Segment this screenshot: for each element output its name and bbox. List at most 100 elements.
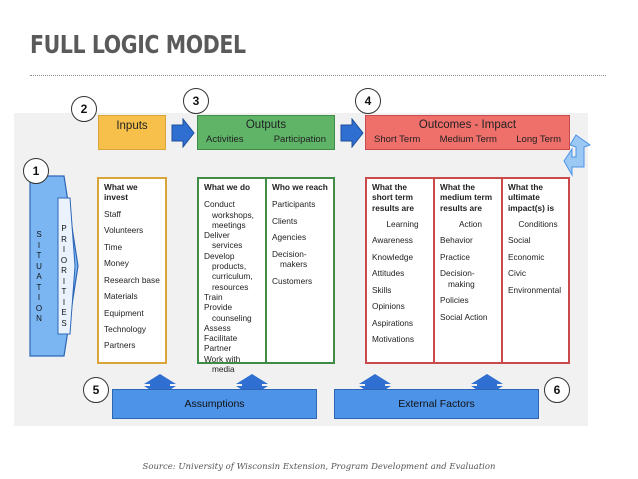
external-factors-bar: External Factors [334, 389, 539, 419]
outputs-header: Outputs Activities Participation [197, 115, 335, 150]
activities-item: counseling [212, 312, 252, 323]
outcomes-header-label: Outcomes - Impact [418, 119, 517, 131]
activities-item: Conduct [204, 199, 235, 210]
activities-item: curriculum, [212, 271, 253, 282]
page-title: FULL LOGIC MODEL [30, 30, 246, 59]
short-item: Skills [372, 284, 392, 295]
long-item: Social [508, 235, 531, 246]
inputs-item: Technology [104, 323, 146, 334]
activities-item: Work with [204, 353, 241, 364]
callout-number-2: 2 [71, 96, 97, 122]
long-item: Environmental [508, 284, 562, 295]
inputs-item: Volunteers [104, 225, 144, 236]
outcomes-sub-medium: Medium Term [439, 134, 497, 145]
activities-item: Provide [204, 302, 233, 313]
short-item: Attitudes [372, 268, 405, 279]
long-item: Economic [508, 251, 545, 262]
outcomes-sub-short: Short Term [374, 134, 421, 145]
short-item: Knowledge [372, 251, 414, 262]
participation-item: Participants [272, 199, 316, 210]
outputs-participation-column: Who we reach Participants Clients Agenci… [265, 177, 335, 364]
medium-item: Social Action [440, 311, 488, 322]
activities-item: Develop [204, 250, 235, 261]
short-item: Motivations [372, 334, 414, 345]
activities-item: meetings [212, 219, 246, 230]
inputs-item: Time [104, 241, 123, 252]
long-item: Conditions [518, 218, 558, 229]
long-item: Civic [508, 268, 526, 279]
outputs-sub-activities: Activities [206, 134, 244, 145]
inputs-item: Partners [104, 340, 136, 351]
outcomes-sub-long: Long Term [516, 134, 561, 145]
feedback-arrow [563, 134, 592, 177]
activities-item: Train [204, 291, 223, 302]
participation-item: Customers [272, 275, 313, 286]
medium-item: Practice [440, 251, 470, 262]
inputs-item: Staff [104, 208, 121, 219]
callout-number-5: 5 [83, 377, 109, 403]
participation-heading: Who we reach [272, 182, 328, 192]
inputs-header-label: Inputs [116, 120, 148, 132]
inputs-header: Inputs [98, 115, 166, 150]
inputs-item: Equipment [104, 307, 144, 318]
activities-item: products, [212, 261, 247, 272]
activities-item: Assess [204, 322, 231, 333]
medium-item: Behavior [440, 235, 473, 246]
participation-item: Decision- [272, 248, 307, 259]
outputs-header-label: Outputs [245, 119, 287, 131]
arrow-outputs-to-outcomes-icon [340, 118, 364, 148]
up-arrow-icon [471, 374, 503, 386]
short-item: Awareness [372, 235, 413, 246]
short-item: Opinions [372, 301, 405, 312]
feedback-arrow-icon [563, 134, 592, 177]
activities-item: resources [212, 281, 249, 292]
arrow-inputs-to-outputs-icon [171, 118, 195, 148]
participation-item: Clients [272, 215, 298, 226]
outcomes-header: Outcomes - Impact Short Term Medium Term… [365, 115, 570, 150]
situation-priorities-arrow [29, 175, 79, 357]
arrow-inputs-to-outputs [171, 118, 195, 148]
up-arrow-icon [144, 374, 176, 386]
participation-item: makers [280, 259, 308, 270]
inputs-item: Research base [104, 274, 160, 285]
up-arrow-icon [359, 374, 391, 386]
participation-item: Agencies [272, 232, 307, 243]
inputs-item: Money [104, 258, 129, 269]
up-arrow-icon [236, 374, 268, 386]
activities-item: media [212, 364, 235, 375]
callout-number-6: 6 [544, 377, 570, 403]
activities-item: Deliver [204, 230, 230, 241]
medium-item: Policies [440, 295, 469, 306]
callout-number-1: 1 [23, 158, 49, 184]
outputs-activities-column: What we do Conduct workshops, meetings D… [197, 177, 267, 374]
medium-item: Action [458, 218, 483, 229]
inputs-item: Materials [104, 291, 138, 302]
activities-item: Facilitate [204, 333, 238, 344]
short-item: Aspirations [372, 317, 414, 328]
activities-item: workshops, [212, 209, 254, 220]
medium-item: making [448, 278, 475, 289]
activities-heading: What we do [204, 182, 251, 192]
source-caption: Source: University of Wisconsin Extensio… [142, 462, 496, 472]
activities-item: services [212, 240, 243, 251]
priorities-arrow-shape [57, 197, 76, 335]
title-divider [30, 75, 606, 76]
short-item: Learning [386, 218, 419, 229]
callout-number-3: 3 [183, 88, 209, 114]
outputs-sub-participation: Participation [273, 134, 326, 145]
medium-item: Decision- [440, 268, 475, 279]
arrow-outputs-to-outcomes [340, 118, 364, 148]
activities-item: Partner [204, 343, 232, 354]
callout-number-4: 4 [355, 88, 381, 114]
assumptions-bar: Assumptions [112, 389, 317, 419]
